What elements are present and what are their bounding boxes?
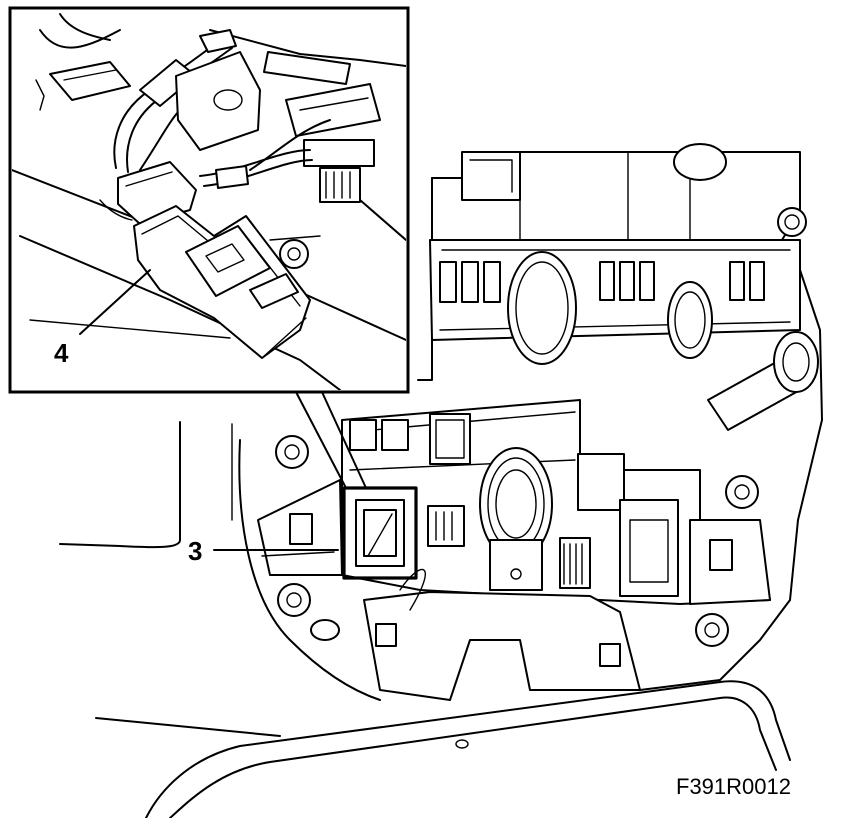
callout-label-4: 4 [54, 338, 69, 368]
connector-component [133, 205, 311, 359]
console-assembly [59, 143, 823, 818]
fastener [695, 613, 729, 647]
callout-4-leader [79, 269, 151, 335]
zoom-leader-line [321, 391, 367, 489]
fastener [275, 435, 309, 469]
zoom-leader-line [295, 391, 347, 489]
fastener [725, 475, 759, 509]
fastener [277, 583, 311, 617]
callout-label-3: 3 [188, 536, 202, 566]
figure-id: F391R0012 [676, 774, 791, 799]
inset-detail-view [8, 6, 410, 394]
switch-component [342, 486, 418, 580]
